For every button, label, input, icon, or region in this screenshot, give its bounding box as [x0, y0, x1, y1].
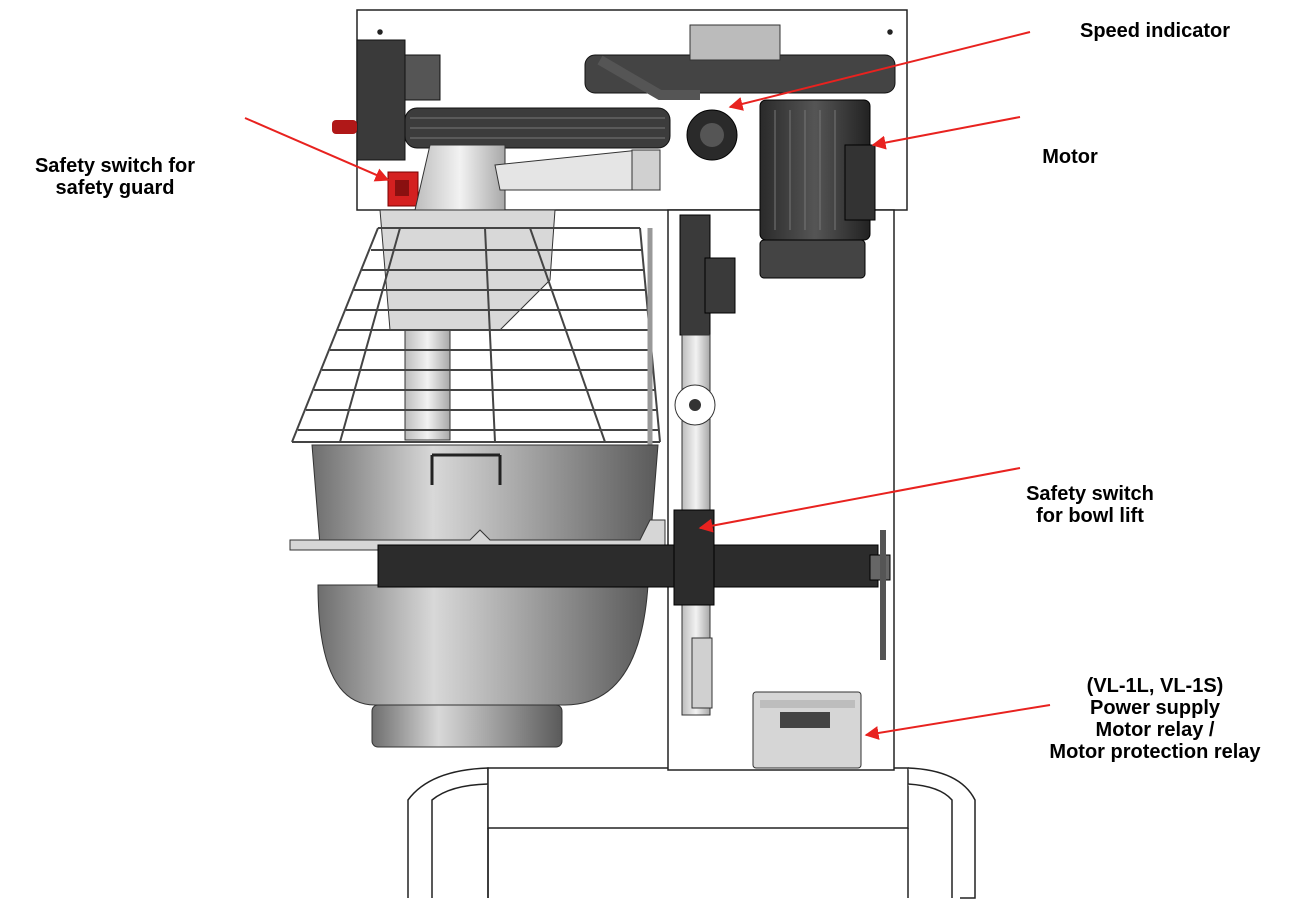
- arrow-motor: [871, 116, 1021, 150]
- label-bowl-lift-line-2: for bowl lift: [1036, 505, 1144, 527]
- arrow-guard-switch: [244, 117, 390, 182]
- callout-arrows: [244, 31, 1051, 740]
- label-safety-guard-line-1: Safety switch for: [34, 155, 196, 177]
- label-bowl-lift-line-1: Safety switch: [1026, 483, 1154, 505]
- base-stand: [407, 767, 976, 899]
- label-speed-indicator: Speed indicator: [1030, 20, 1280, 42]
- arrow-power-supply: [864, 704, 1051, 740]
- label-motor: Motor: [1000, 146, 1140, 168]
- label-speed-indicator-text: Speed indicator: [1079, 20, 1231, 42]
- mixing-bowl: [311, 444, 659, 748]
- control-box: [332, 39, 441, 161]
- planetary-hub: [414, 144, 661, 211]
- motor: [759, 99, 876, 279]
- label-power-line-1: (VL-1L, VL-1S): [1086, 675, 1224, 697]
- label-safety-guard-line-2: safety guard: [55, 177, 175, 199]
- mixing-head: [379, 209, 556, 441]
- label-motor-text: Motor: [1042, 146, 1098, 168]
- label-power-line-3: Motor relay /: [1095, 719, 1215, 741]
- electrical-box: [752, 691, 862, 769]
- safety-guard: [291, 227, 661, 455]
- guard-safety-switch: [387, 171, 419, 207]
- belt-drive: [404, 24, 896, 161]
- label-power-supply: (VL-1L, VL-1S) Power supply Motor relay …: [1005, 675, 1305, 763]
- label-power-line-2: Power supply: [1089, 697, 1221, 719]
- arrow-speed-indicator: [728, 31, 1031, 111]
- label-safety-guard-switch: Safety switch for safety guard: [0, 155, 230, 199]
- bowl-lift-arm: [289, 519, 891, 660]
- label-bowl-lift-switch: Safety switch for bowl lift: [990, 483, 1190, 527]
- arrow-bowl-lift: [698, 467, 1021, 533]
- label-power-line-4: Motor protection relay: [1049, 741, 1261, 763]
